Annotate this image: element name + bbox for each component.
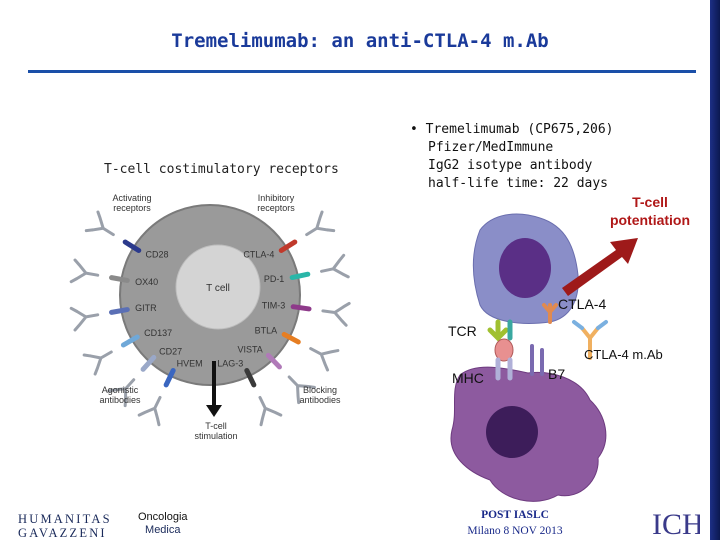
conference-label: POST IASLC Milano 8 NOV 2013 (467, 509, 563, 537)
ctla4-receptor-right (542, 303, 558, 324)
ich-logo-text: ICH (652, 508, 700, 540)
receptor-btla (281, 331, 301, 345)
blocking-antibody-5 (287, 375, 316, 405)
label-hvem: HVEM (177, 358, 203, 368)
agonistic-antibody-3 (69, 306, 100, 332)
label-btla: BTLA (255, 326, 278, 336)
receptor-ctla-4 (278, 239, 298, 253)
label-pd-1: PD-1 (264, 274, 285, 284)
label-cd137: CD137 (144, 328, 172, 338)
tcell-nucleus (175, 244, 261, 330)
agonistic-antibody-5 (107, 378, 136, 408)
bullet-line-4: half-life time: 22 days (428, 176, 609, 191)
receptor-hvem (163, 367, 176, 388)
humanitas-logo: HUMANITAS GAVAZZENI (18, 512, 112, 540)
tcr-receptor (487, 319, 513, 345)
receptor-pd-1 (289, 271, 311, 281)
apc-nucleus (486, 406, 538, 458)
b7-ligand (530, 344, 544, 376)
b7-label: B7 (548, 366, 566, 382)
receptor-cd28 (122, 239, 142, 253)
title-underline (28, 70, 696, 73)
label-cd28: CD28 (146, 250, 169, 260)
ctla4-label: CTLA-4 (558, 296, 607, 312)
receptor-cd27 (140, 354, 157, 372)
ctla4-mab-icon (572, 320, 608, 360)
bullet-line-2: Pfizer/MedImmune (428, 140, 554, 155)
label-tim-3: TIM-3 (262, 301, 286, 311)
receptor-vista (265, 352, 282, 370)
label-ox40: OX40 (135, 277, 158, 287)
tcell-center-label: T cell (206, 283, 230, 294)
blocking-antibody-3 (321, 301, 351, 327)
bullet-marker: • (410, 122, 418, 137)
oncology-unit-label: Oncologia Medica (138, 511, 188, 536)
agonistic-antibody-4 (82, 350, 113, 376)
mhc-label: MHC (452, 370, 484, 386)
receptor-lag-3 (244, 367, 257, 388)
receptor-gitr (109, 307, 130, 315)
ctla4-blockade-diagram (450, 213, 638, 502)
ich-logo: ICH (652, 508, 700, 540)
bullet-line-3: IgG2 isotype antibody (428, 158, 593, 173)
label-vista: VISTA (237, 345, 262, 355)
receptor-tim-3 (290, 304, 312, 312)
label-lag-3: LAG-3 (217, 358, 243, 368)
agonistic-antibody-2 (69, 258, 100, 284)
agonistic-antibody-1 (84, 210, 115, 237)
tcell-nucleus-right (499, 238, 551, 298)
label-ctla-4: CTLA-4 (243, 250, 274, 260)
receptor-cd137 (120, 334, 140, 348)
agonistic-antibody-6 (137, 395, 162, 427)
tcr-label: TCR (448, 323, 477, 339)
potentiation-arrow (562, 238, 638, 296)
blocking-antibody-4 (309, 347, 340, 372)
receptor-stubs (109, 239, 312, 388)
slide-title: Tremelimumab: an anti-CTLA-4 m.Ab (171, 30, 549, 52)
ctla4-mab-label: CTLA-4 m.Ab (584, 347, 663, 362)
tcell-potentiation-label: T-cell potentiation (609, 194, 691, 228)
slide-edge-strip (710, 0, 720, 540)
label-gitr: GITR (135, 303, 157, 313)
blocking-antibody-2 (320, 253, 350, 279)
figure-caption: T-cell costimulatory receptors (104, 162, 339, 177)
blocking-antibody-1 (305, 210, 336, 237)
blocking-antibody-6 (258, 395, 283, 427)
drug-info-bullet: • Tremelimumab (CP675,206) Pfizer/MedImm… (410, 121, 700, 193)
antibody-icons (69, 210, 351, 427)
receptor-ox40 (109, 275, 130, 283)
stimulation-arrow-head (206, 405, 222, 417)
bullet-line-1: • Tremelimumab (CP675,206) (410, 122, 614, 137)
label-cd27: CD27 (159, 346, 182, 356)
mhc-molecule (494, 338, 514, 381)
